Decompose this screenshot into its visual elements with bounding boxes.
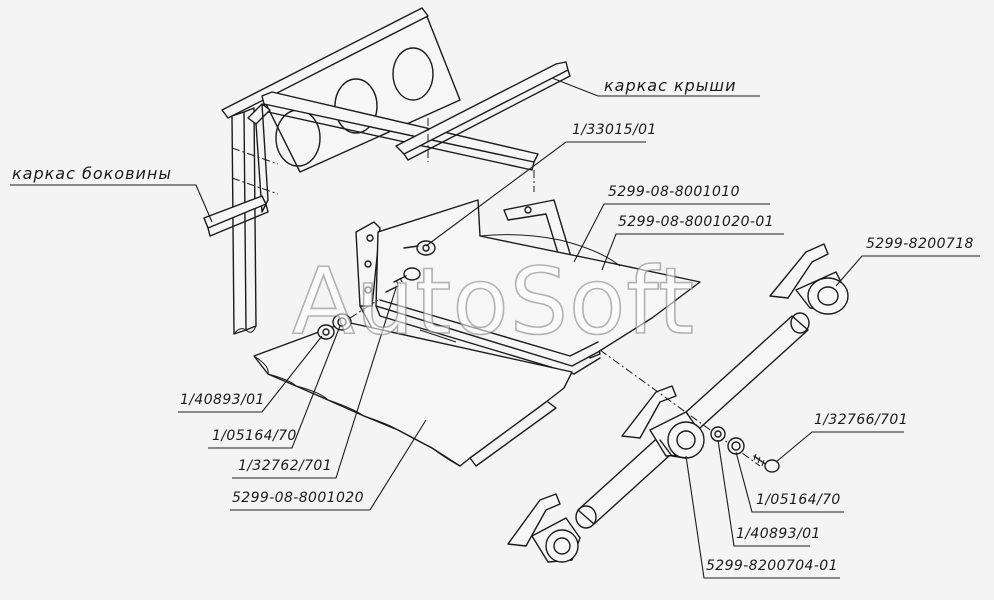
label-part-5299-08-8001020-01: 5299-08-8001020-01 bbox=[618, 214, 774, 230]
label-part-5299-08-8001010: 5299-08-8001010 bbox=[608, 184, 740, 200]
label-part-1-05164-70-right: 1/05164/70 bbox=[756, 492, 841, 508]
leader-lines bbox=[10, 77, 980, 579]
label-part-1-33015-01: 1/33015/01 bbox=[572, 122, 657, 138]
label-part-1-32766-701: 1/32766/701 bbox=[814, 412, 908, 428]
label-side-frame: каркас боковины bbox=[12, 164, 173, 183]
label-part-1-40893-01-left: 1/40893/01 bbox=[180, 392, 265, 408]
label-part-1-40893-01-right: 1/40893/01 bbox=[736, 526, 821, 542]
floor-panel bbox=[253, 321, 573, 467]
label-part-1-32762-701: 1/32762/701 bbox=[238, 458, 332, 474]
roof-frame bbox=[221, 7, 571, 192]
handrail-mount-bottom bbox=[507, 493, 581, 563]
label-part-1-05164-70-left: 1/05164/70 bbox=[212, 428, 297, 444]
side-frame bbox=[203, 103, 279, 335]
handrail-bracket-middle bbox=[621, 385, 705, 459]
label-part-5299-8200718: 5299-8200718 bbox=[866, 236, 974, 252]
handrail-mount-top bbox=[769, 243, 849, 315]
label-roof-frame: каркас крыши bbox=[604, 76, 737, 95]
label-part-5299-08-8001020: 5299-08-8001020 bbox=[232, 490, 364, 506]
tray-panel bbox=[375, 199, 701, 375]
handrail-tube bbox=[575, 312, 810, 529]
fasteners-left bbox=[317, 240, 436, 340]
label-part-5299-8200704-01: 5299-8200704-01 bbox=[706, 558, 838, 574]
